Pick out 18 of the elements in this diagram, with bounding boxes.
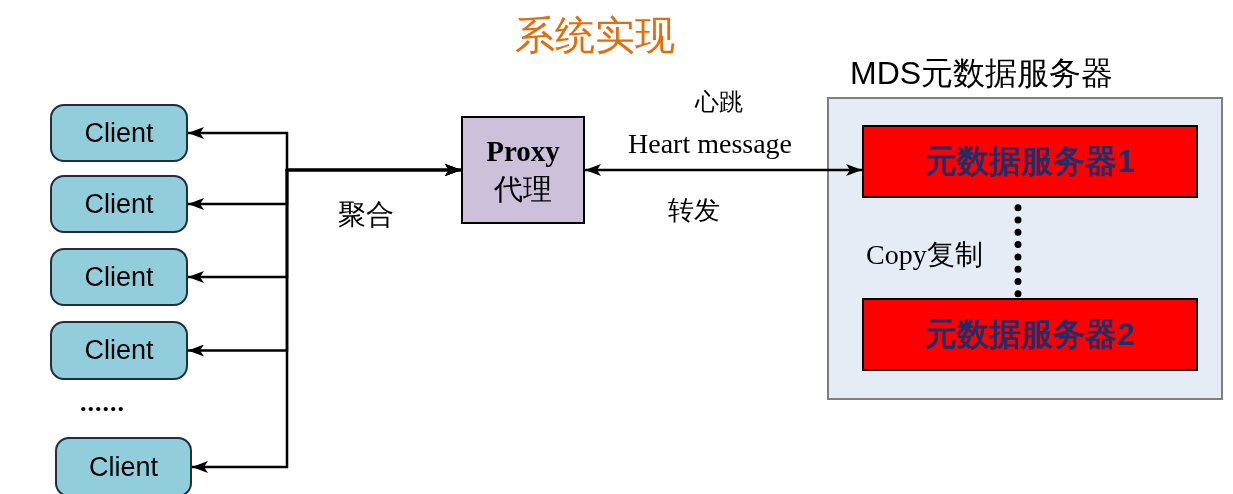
group-heading: MDS元数据服务器	[850, 54, 1114, 93]
edge-label: Copy复制	[866, 238, 983, 272]
arrow	[585, 164, 862, 176]
client-box: Client	[50, 175, 188, 233]
proxy-box: Proxy 代理	[461, 116, 585, 224]
client-box: Client	[55, 437, 192, 494]
text-label: 心跳	[695, 88, 743, 117]
text-label: ......	[80, 388, 125, 418]
edge-label: Heart message	[628, 128, 793, 160]
client-box: Client	[50, 321, 188, 380]
title: 系统实现	[514, 12, 676, 59]
server-box: 元数据服务器2	[862, 298, 1198, 371]
client-box: Client	[50, 248, 188, 306]
text-label: 转发	[668, 195, 720, 227]
client-box: Client	[50, 104, 188, 162]
arrow	[192, 164, 461, 473]
edge-label: 聚合	[338, 198, 394, 232]
server-box: 元数据服务器1	[862, 125, 1198, 198]
